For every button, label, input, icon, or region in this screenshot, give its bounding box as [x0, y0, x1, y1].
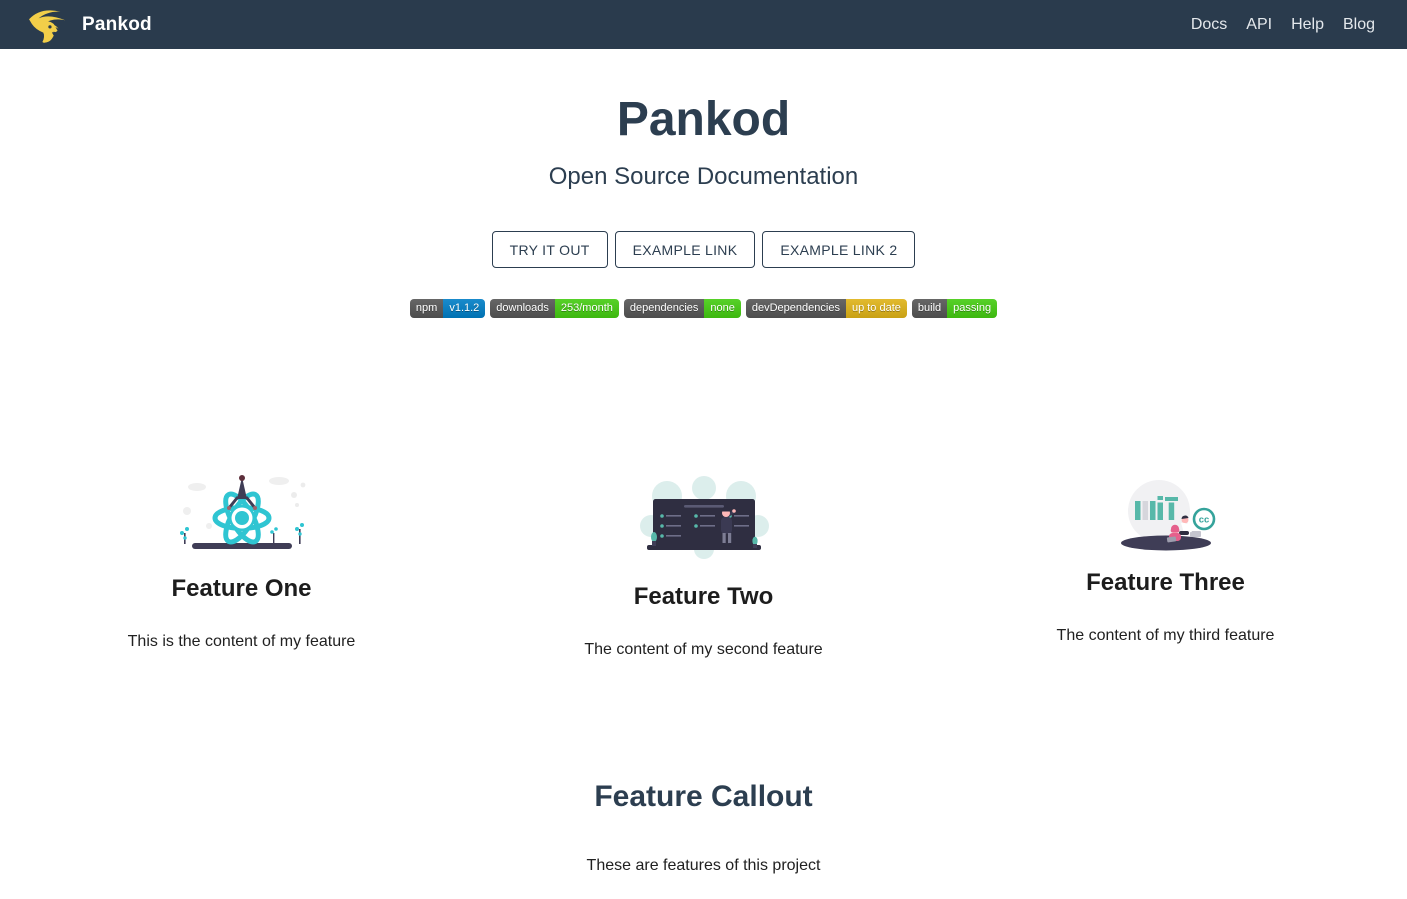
build-status-badge[interactable]: build passing	[911, 299, 998, 319]
nav-links: Docs API Help Blog	[1191, 16, 1375, 34]
nav-link-api[interactable]: API	[1246, 15, 1273, 33]
try-it-out-button[interactable]: TRY IT OUT	[491, 231, 608, 269]
presentation-board-illustration	[473, 471, 935, 583]
badge-label: dependencies	[623, 299, 705, 319]
features-section: Feature One This is the content of my fe…	[11, 471, 1397, 659]
svg-text:cc: cc	[1198, 515, 1209, 526]
hero-section: Pankod Open Source Documentation TRY IT …	[0, 49, 1407, 319]
callout-title: Feature Callout	[594, 780, 813, 814]
dependencies-badge[interactable]: dependencies none	[623, 299, 741, 319]
feature-title: Feature Three	[1086, 569, 1245, 597]
react-atom-illustration	[11, 471, 473, 575]
badge-label: downloads	[490, 299, 555, 319]
brand-name: Pankod	[82, 13, 152, 35]
badge-value: v1.1.2	[443, 299, 486, 319]
feature-card-three: cc Feature Three The content of my third…	[935, 471, 1397, 659]
badge-value: 253/month	[554, 299, 619, 319]
badge-row: npm v1.1.2 downloads 253/month dependenc…	[0, 299, 1407, 319]
feature-description: The content of my second feature	[584, 641, 823, 659]
nav-link-help[interactable]: Help	[1291, 15, 1324, 33]
devdependencies-badge[interactable]: devDependencies up to date	[745, 299, 907, 319]
navbar: Pankod Docs API Help Blog	[0, 0, 1407, 49]
page-title: Pankod	[616, 93, 791, 146]
feature-callout-section: Feature Callout These are features of th…	[0, 779, 1407, 899]
badge-label: npm	[409, 299, 444, 319]
badge-label: devDependencies	[745, 299, 846, 319]
feature-description: The content of my third feature	[1056, 627, 1275, 645]
callout-description: These are features of this project	[586, 857, 821, 875]
nav-link-docs[interactable]: Docs	[1190, 15, 1228, 33]
nav-link-blog[interactable]: Blog	[1342, 15, 1375, 33]
goat-logo-icon	[28, 6, 70, 44]
feature-title: Feature Two	[633, 583, 774, 611]
example-link-2-button[interactable]: EXAMPLE LINK 2	[762, 231, 916, 269]
feature-title: Feature One	[171, 575, 312, 603]
badge-label: build	[911, 299, 948, 319]
hero-buttons: TRY IT OUT EXAMPLE LINK EXAMPLE LINK 2	[0, 231, 1407, 269]
npm-version-badge[interactable]: npm v1.1.2	[409, 299, 486, 319]
brand[interactable]: Pankod	[28, 6, 152, 44]
badge-value: none	[704, 299, 741, 319]
example-link-button[interactable]: EXAMPLE LINK	[614, 231, 756, 269]
page-subtitle: Open Source Documentation	[548, 162, 859, 190]
feature-description: This is the content of my feature	[127, 633, 356, 651]
feature-card-two: Feature Two The content of my second fea…	[473, 471, 935, 659]
badge-value: passing	[947, 299, 998, 319]
open-source-mit-illustration: cc	[935, 471, 1397, 569]
downloads-badge[interactable]: downloads 253/month	[490, 299, 619, 319]
badge-value: up to date	[845, 299, 907, 319]
feature-card-one: Feature One This is the content of my fe…	[11, 471, 473, 659]
